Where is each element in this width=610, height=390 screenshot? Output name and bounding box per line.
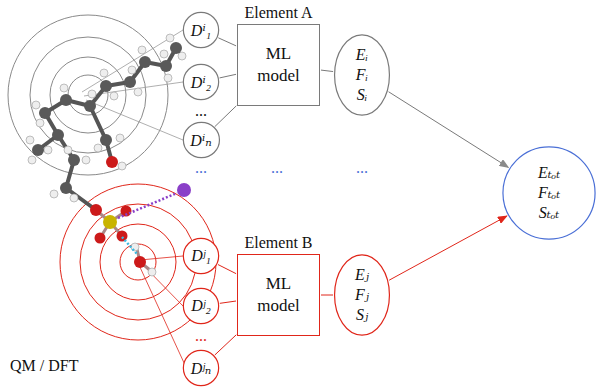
ellipsis-mark: ... (195, 327, 207, 345)
output-label: Eᵢ Fᵢ Sᵢ (356, 45, 368, 105)
descriptor-label: Dⁱ₂ (191, 73, 211, 92)
hydrogen-atoms (26, 34, 186, 276)
oxygen-atoms (90, 156, 146, 268)
descriptor-label: Dʲₙ (191, 359, 212, 378)
connector (215, 106, 236, 127)
connector (220, 301, 236, 303)
red-leader-lines (139, 256, 185, 365)
grey-leader-lines (82, 30, 183, 140)
descriptor-label: Dⁱₙ (190, 131, 211, 150)
connector (389, 92, 509, 168)
ionic-contact (118, 193, 177, 218)
connector (220, 74, 236, 78)
output-ellipse: Eₜₒₜ Fₜₒₜ Sₜₒₜ (502, 146, 596, 240)
output-label: Eₜₒₜ Fₜₒₜ Sₜₒₜ (538, 163, 560, 223)
ml-model-box: Element AML model (237, 24, 320, 106)
descriptor-circle: Dʲₙ (183, 350, 219, 386)
hydrogen-bond (122, 237, 137, 254)
ellipsis-mark: ... (195, 102, 207, 120)
connector (218, 265, 236, 274)
bonds (38, 48, 176, 210)
connector (389, 216, 507, 280)
element-heading: Element A (245, 4, 313, 22)
ellipsis-mark: ... (271, 159, 283, 177)
connector (321, 295, 333, 296)
element-heading: Element B (245, 234, 313, 252)
descriptor-circle: Dⁱₙ (183, 122, 220, 158)
output-ellipse: Eⱼ Fⱼ Sⱼ (334, 254, 390, 336)
descriptor-label: Dʲ₁ (191, 247, 211, 265)
output-label: Eⱼ Fⱼ Sⱼ (355, 265, 369, 325)
model-label: ML model (257, 273, 300, 317)
connector (215, 335, 236, 355)
descriptor-label: Dⁱ₁ (191, 21, 211, 40)
sulfur-atom (103, 215, 117, 229)
ellipsis-mark: ... (195, 159, 207, 177)
grey-cutoff-circles (8, 15, 168, 175)
descriptor-circle: Dⁱ₂ (183, 64, 219, 100)
connector (321, 70, 333, 71)
descriptor-circle: Dʲ₂ (183, 288, 219, 324)
carbon-atoms (32, 42, 182, 194)
ellipsis-mark: ... (356, 159, 368, 177)
model-label: ML model (257, 43, 300, 87)
descriptor-circle: Dⁱ₁ (183, 12, 219, 48)
sodium-atom (177, 183, 191, 197)
connector (218, 38, 236, 46)
descriptor-circle: Dʲ₁ (183, 238, 219, 274)
output-ellipse: Eᵢ Fᵢ Sᵢ (334, 34, 390, 116)
descriptor-label: Dʲ₂ (191, 297, 211, 315)
method-label: QM / DFT (10, 357, 78, 375)
ml-model-box: Element BML model (237, 254, 320, 336)
